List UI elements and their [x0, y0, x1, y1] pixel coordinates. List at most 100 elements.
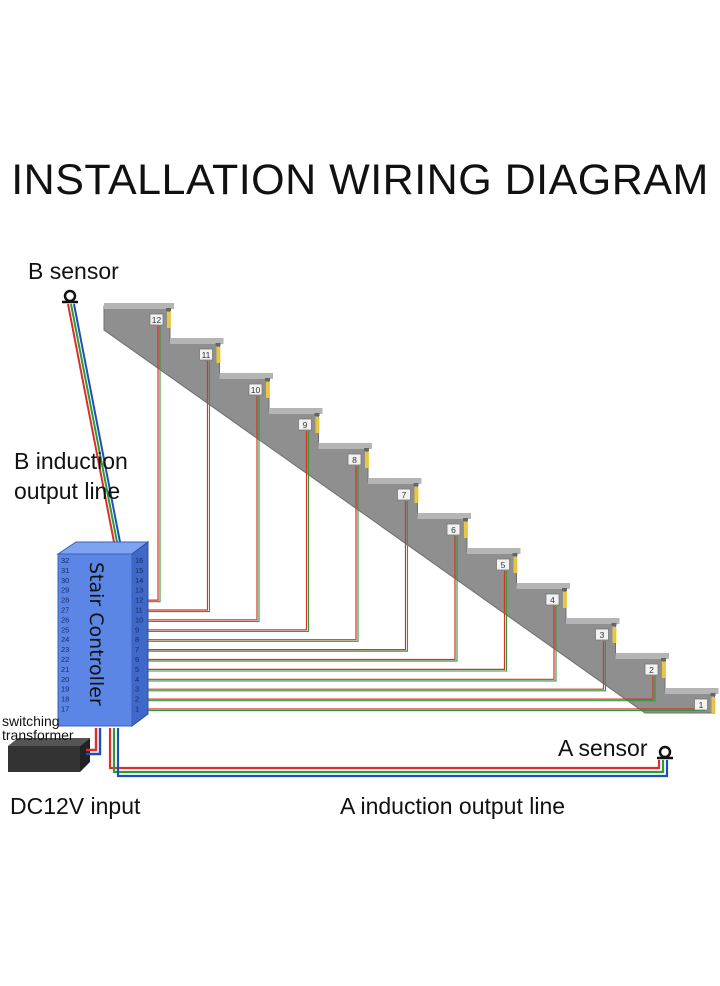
stair-tread-edge	[318, 443, 372, 449]
step-tag	[248, 383, 263, 396]
light-fixture	[215, 343, 221, 346]
controller-front	[57, 553, 133, 727]
step-tag	[446, 523, 461, 536]
step-tag	[644, 663, 659, 676]
dc-input-label: DC12V input	[10, 793, 141, 819]
step-number: 4	[550, 595, 555, 605]
step-wire-red	[148, 326, 159, 601]
light-fixture	[512, 553, 518, 556]
light-fixture	[314, 413, 320, 416]
step-wire-red	[148, 641, 605, 690]
pin-label-left: 19	[61, 685, 69, 694]
transformer-side	[80, 738, 90, 772]
light-glow	[315, 417, 320, 433]
light-fixture	[562, 588, 567, 591]
step-tag	[149, 313, 164, 326]
power-wire	[86, 728, 102, 756]
a-induction-wire	[112, 728, 665, 774]
pin-label-right: 2	[135, 695, 139, 704]
step-wire-red	[148, 466, 357, 641]
step-number: 7	[402, 490, 407, 500]
pin-label-right: 3	[135, 685, 139, 694]
transformer-label-line2: transformer	[2, 727, 74, 743]
pin-label-left: 32	[61, 556, 69, 565]
step-wire-green	[148, 501, 409, 652]
light-fixture	[364, 448, 369, 451]
stair-body	[103, 305, 715, 714]
sensors	[62, 289, 673, 760]
step-wire-red	[148, 396, 258, 621]
stair-tread-edge	[417, 513, 471, 519]
pin-label-left: 17	[61, 705, 69, 714]
pin-label-left: 25	[61, 625, 69, 634]
stair-tread-edge	[104, 303, 174, 309]
stair-tread-edge	[170, 338, 224, 344]
sensor-wires	[67, 303, 669, 778]
pin-label-left: 23	[61, 645, 69, 654]
light-glow	[711, 697, 716, 713]
light-fixture	[710, 693, 716, 696]
stair-tread-edge	[516, 583, 570, 589]
stair-controller: Stair Controller323130292827262524232221…	[56, 541, 150, 727]
light-glow	[414, 487, 419, 503]
step-tag	[694, 698, 708, 711]
step-number: 9	[303, 420, 308, 430]
light-glow	[612, 627, 617, 643]
pin-label-left: 29	[61, 586, 69, 595]
light-glow	[464, 522, 468, 538]
pin-label-right: 12	[135, 596, 143, 605]
light-glow	[167, 312, 171, 328]
light-fixture	[661, 658, 666, 661]
light-fixture	[611, 623, 617, 626]
step-wire-green	[148, 466, 359, 642]
pin-label-right: 4	[135, 675, 139, 684]
step-wire-red	[148, 431, 308, 631]
step-number: 11	[202, 350, 211, 360]
step-tag	[347, 453, 362, 466]
pin-label-right: 9	[135, 625, 139, 634]
light-glow	[563, 592, 567, 608]
light-fixture	[265, 378, 270, 381]
b-sensor-icon	[63, 289, 77, 303]
power-wire	[86, 728, 98, 752]
pin-label-right: 15	[135, 566, 143, 575]
transformer-top	[8, 738, 90, 746]
step-wire-green	[148, 536, 458, 662]
stair-tread-edge	[269, 408, 323, 414]
b-induction-label-line2: output line	[14, 478, 121, 504]
a-induction-wire	[116, 728, 669, 778]
step-wire-green	[148, 326, 161, 603]
light-fixture	[463, 518, 468, 521]
pin-label-left: 28	[61, 596, 69, 605]
pin-label-right: 8	[135, 635, 139, 644]
pin-label-left: 26	[61, 615, 69, 624]
step-wire-red	[148, 501, 407, 651]
controller-label: Stair Controller	[85, 562, 107, 706]
a-sensor-icon	[658, 745, 672, 759]
step-wire-green	[148, 641, 607, 692]
stair-tread-edge	[219, 373, 273, 379]
step-wire-green	[148, 571, 508, 672]
pin-label-left: 22	[61, 655, 69, 664]
pin-label-right: 11	[135, 606, 143, 615]
step-wire-green	[148, 676, 656, 702]
step-tag	[595, 628, 609, 641]
step-tag	[496, 558, 510, 571]
pin-label-left: 18	[61, 695, 69, 704]
pin-label-left: 21	[61, 665, 69, 674]
b-sensor-label: B sensor	[28, 258, 119, 284]
step-wire-green	[148, 361, 211, 613]
a-induction-label: A induction output line	[340, 793, 566, 819]
step-wire-red	[148, 361, 209, 611]
a-sensor-label: A sensor	[558, 735, 648, 761]
step-wire-red	[148, 536, 456, 661]
light-glow	[365, 452, 369, 468]
pin-label-right: 14	[135, 576, 143, 585]
step-number: 10	[251, 385, 261, 395]
light-glow	[216, 347, 221, 363]
light-glow	[662, 662, 666, 678]
b-induction-wire	[67, 303, 115, 543]
pin-label-right: 1	[135, 705, 139, 714]
